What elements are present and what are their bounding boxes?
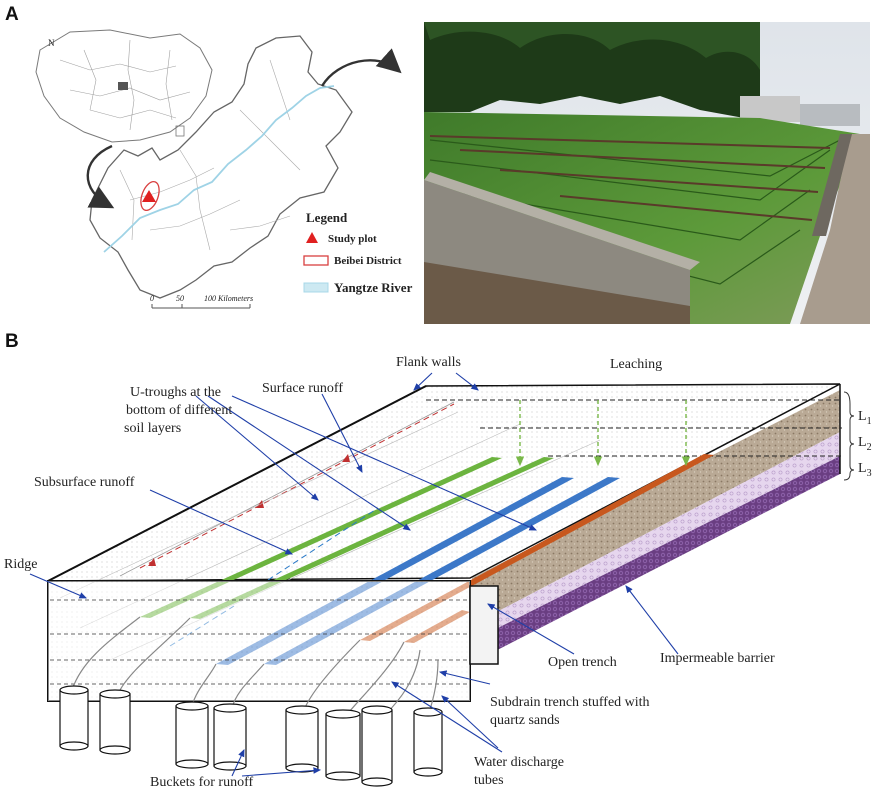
soil-layer-l1-face (470, 390, 840, 626)
front-box-fill (48, 581, 470, 701)
legend-title: Legend (306, 210, 348, 225)
tree-canopy-top (424, 22, 760, 70)
chongqing-location-marker (118, 82, 128, 90)
runoff-plot-diagram: L1 L2 L3 (4, 355, 872, 790)
legend-beibei-symbol (303, 255, 329, 266)
layer-label-l2: L2 (858, 435, 872, 453)
scale-bar: 0 50 100 Kilometers (150, 294, 253, 309)
county-borders (119, 59, 301, 251)
label-leaching: Leaching (610, 357, 662, 372)
wall-top (424, 172, 700, 270)
panel-letter-a: A (5, 4, 19, 25)
layer-dashed-lines (426, 399, 842, 457)
field-photo (424, 22, 870, 324)
label-discharge-2: tubes (474, 773, 504, 788)
inset-arrow (86, 144, 115, 209)
label-subdrain-1: Subdrain trench stuffed with (490, 695, 650, 710)
label-discharge-1: Water discharge (474, 755, 564, 770)
map-legend: Legend Study plot Beibei District Yangtz… (303, 210, 413, 295)
legend-yangtze-symbol (303, 282, 329, 293)
runoff-buckets (59, 685, 443, 787)
bucket-1 (59, 685, 89, 751)
label-u-troughs-3: soil layers (124, 421, 181, 436)
yangtze-river-line (103, 85, 335, 253)
south-sea-inset (175, 125, 185, 137)
photo-arrow (320, 48, 402, 87)
panel-letter-b: B (5, 331, 19, 352)
label-open-trench: Open trench (548, 655, 617, 670)
bucket-3 (175, 701, 209, 769)
red-arrow-2 (256, 500, 264, 508)
flank-wall-inner (119, 401, 455, 577)
label-ridge: Ridge (4, 557, 37, 572)
layer-label-l3: L3 (858, 461, 872, 479)
u-trough-green-1 (140, 457, 502, 618)
walkway-edge (812, 134, 852, 236)
layer-label-l1: L1 (858, 409, 872, 427)
legend-study-plot-symbol (306, 232, 318, 243)
bucket-6 (325, 709, 361, 781)
study-plot-marker (142, 190, 156, 202)
scale-tick-0: 0 (150, 294, 154, 303)
distant-building (740, 96, 800, 122)
label-impermeable-barrier: Impermeable barrier (660, 651, 775, 666)
flank-red-runoff-line (139, 403, 455, 569)
label-subdrain-2: quartz sands (490, 713, 560, 728)
subsurface-runoff-line (267, 507, 379, 581)
layer-bracket (843, 391, 855, 481)
label-subsurface-runoff: Subsurface runoff (34, 475, 135, 490)
legend-beibei-label: Beibei District (334, 255, 402, 267)
scale-tick-50: 50 (176, 294, 184, 303)
inset-china-map: N (35, 29, 213, 143)
north-arrow-symbol: N (48, 38, 55, 48)
label-buckets: Buckets for runoff (150, 775, 253, 790)
walkway (800, 134, 870, 324)
left-flank-wall (47, 385, 427, 582)
china-provinces (59, 39, 191, 131)
soil-layer-l3-face (470, 456, 840, 664)
irrigation-lines (429, 135, 831, 221)
bucket-5 (285, 705, 319, 773)
map-panel: N 0 50 100 Kilometers Legend Study plot (28, 22, 422, 320)
chongqing-outline (89, 35, 353, 299)
open-trench (469, 585, 499, 665)
bucket-4 (213, 703, 247, 771)
bucket-7 (361, 705, 393, 787)
bucket-2 (99, 689, 131, 755)
bucket-8 (413, 707, 443, 777)
photo-ground (424, 262, 690, 324)
tree-canopy (424, 22, 760, 118)
legend-yangtze-label: Yangtze River (334, 280, 413, 295)
label-flank-walls: Flank walls (396, 355, 461, 370)
leaching-arrows (515, 400, 691, 467)
legend-study-plot-label: Study plot (328, 233, 377, 245)
scale-tick-100: 100 Kilometers (204, 294, 253, 303)
front-layer-lines (50, 599, 470, 685)
distant-building-2 (800, 104, 860, 126)
soil-layer-l2-face (470, 432, 840, 642)
label-surface-runoff: Surface runoff (262, 381, 343, 396)
label-u-troughs-2: bottom of different (126, 403, 232, 418)
red-arrow-3 (342, 454, 350, 462)
label-u-troughs-1: U-troughs at the (130, 385, 221, 400)
beibei-district-outline (140, 180, 160, 212)
annotation-arrows (29, 372, 679, 777)
red-arrow-1 (148, 558, 156, 566)
